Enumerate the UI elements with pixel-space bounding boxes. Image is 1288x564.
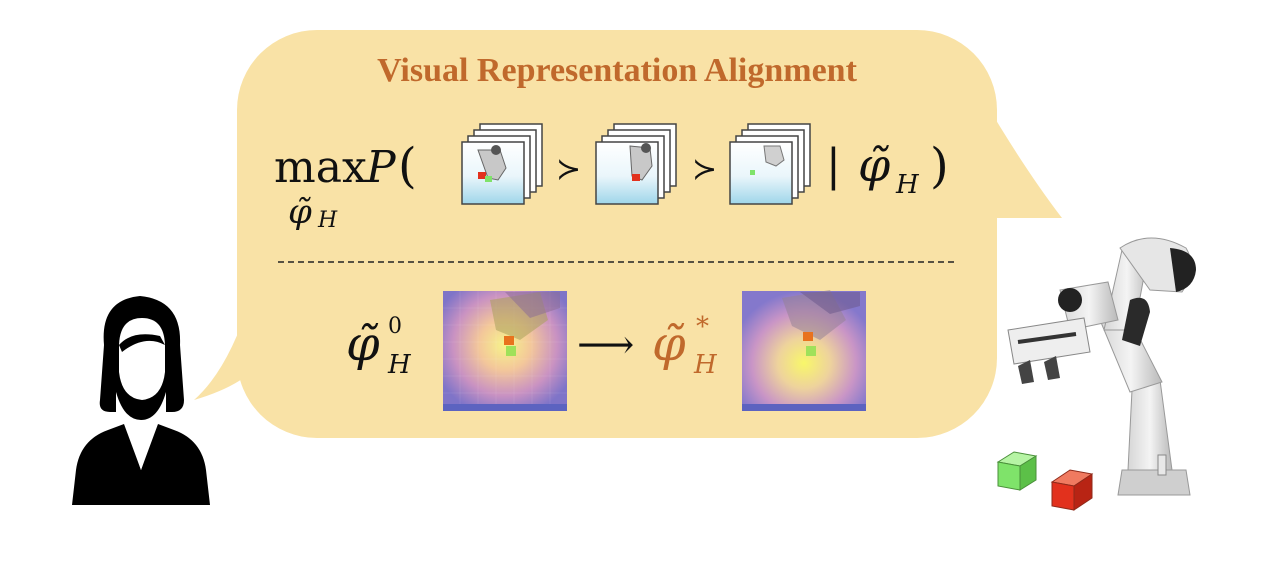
condition-phi: φ̃	[858, 138, 891, 192]
transition-arrow: ⟶	[577, 322, 635, 368]
max-subscript-index: H	[318, 208, 338, 233]
frame-stack-3	[729, 123, 811, 205]
bubble-tail-left	[194, 300, 262, 400]
speech-bubble	[194, 30, 1062, 438]
max-operator: max	[274, 142, 367, 193]
frame-stack-1	[461, 123, 543, 205]
heatmap-aligned	[742, 290, 866, 411]
condition-phi-index: H	[896, 170, 919, 200]
bubble-tail-right	[950, 40, 1062, 218]
phi-aligned: φ̃	[652, 316, 686, 372]
phi-aligned-subscript: H	[694, 350, 717, 380]
phi-initial: φ̃	[346, 316, 380, 372]
frame-stack-2	[595, 123, 677, 205]
preference-symbol-2: ≻	[692, 152, 718, 187]
given-bar: |	[826, 140, 841, 191]
phi-initial-subscript: H	[388, 350, 411, 380]
phi-aligned-superscript: *	[696, 312, 709, 342]
robot-arm-image	[1007, 237, 1196, 496]
phi-initial-superscript: 0	[388, 314, 402, 339]
preference-symbol-1: ≻	[556, 152, 582, 187]
probability-symbol: P	[366, 142, 396, 193]
close-paren: )	[930, 138, 949, 194]
red-cube	[1050, 469, 1094, 511]
open-paren: (	[398, 138, 417, 194]
human-user-icon	[72, 296, 210, 505]
green-cube	[996, 451, 1038, 491]
heatmap-initial	[443, 291, 567, 411]
bubble-title: Visual Representation Alignment	[377, 52, 857, 89]
max-subscript-phi: φ̃	[288, 192, 312, 232]
